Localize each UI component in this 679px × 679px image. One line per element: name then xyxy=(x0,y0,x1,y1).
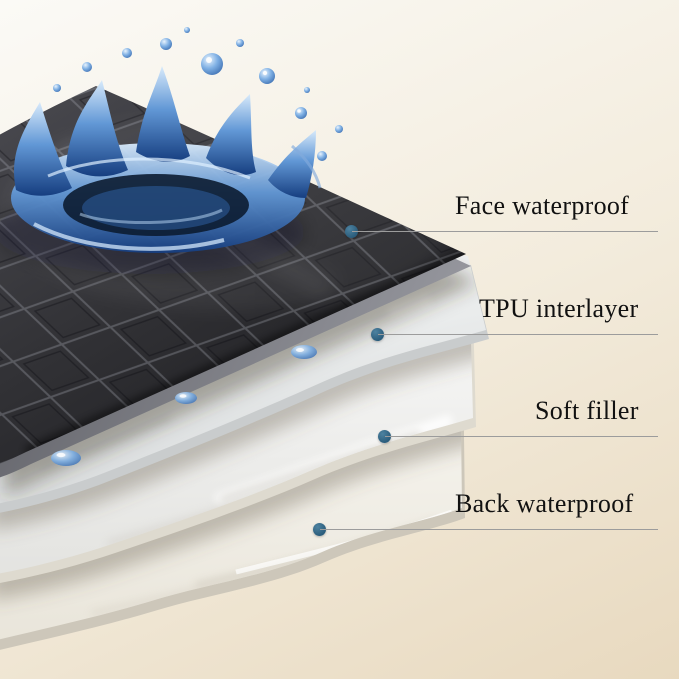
leader-line-soft-filler xyxy=(385,436,658,437)
marker-dot-tpu-interlayer xyxy=(371,328,384,341)
callout-label-face-waterproof: Face waterproof xyxy=(455,191,630,220)
callout-label-back-waterproof: Back waterproof xyxy=(455,489,634,518)
marker-dot-soft-filler xyxy=(378,430,391,443)
leader-line-back-waterproof xyxy=(320,529,658,530)
marker-dot-face-waterproof xyxy=(345,225,358,238)
water-droplets-art xyxy=(51,345,317,466)
callout-label-tpu-interlayer: TPU interlayer xyxy=(479,294,639,323)
leader-line-face-waterproof xyxy=(352,231,658,232)
water-splash-art xyxy=(0,27,343,274)
leader-line-tpu-interlayer xyxy=(378,334,658,335)
marker-dot-back-waterproof xyxy=(313,523,326,536)
callout-label-soft-filler: Soft filler xyxy=(535,396,639,425)
